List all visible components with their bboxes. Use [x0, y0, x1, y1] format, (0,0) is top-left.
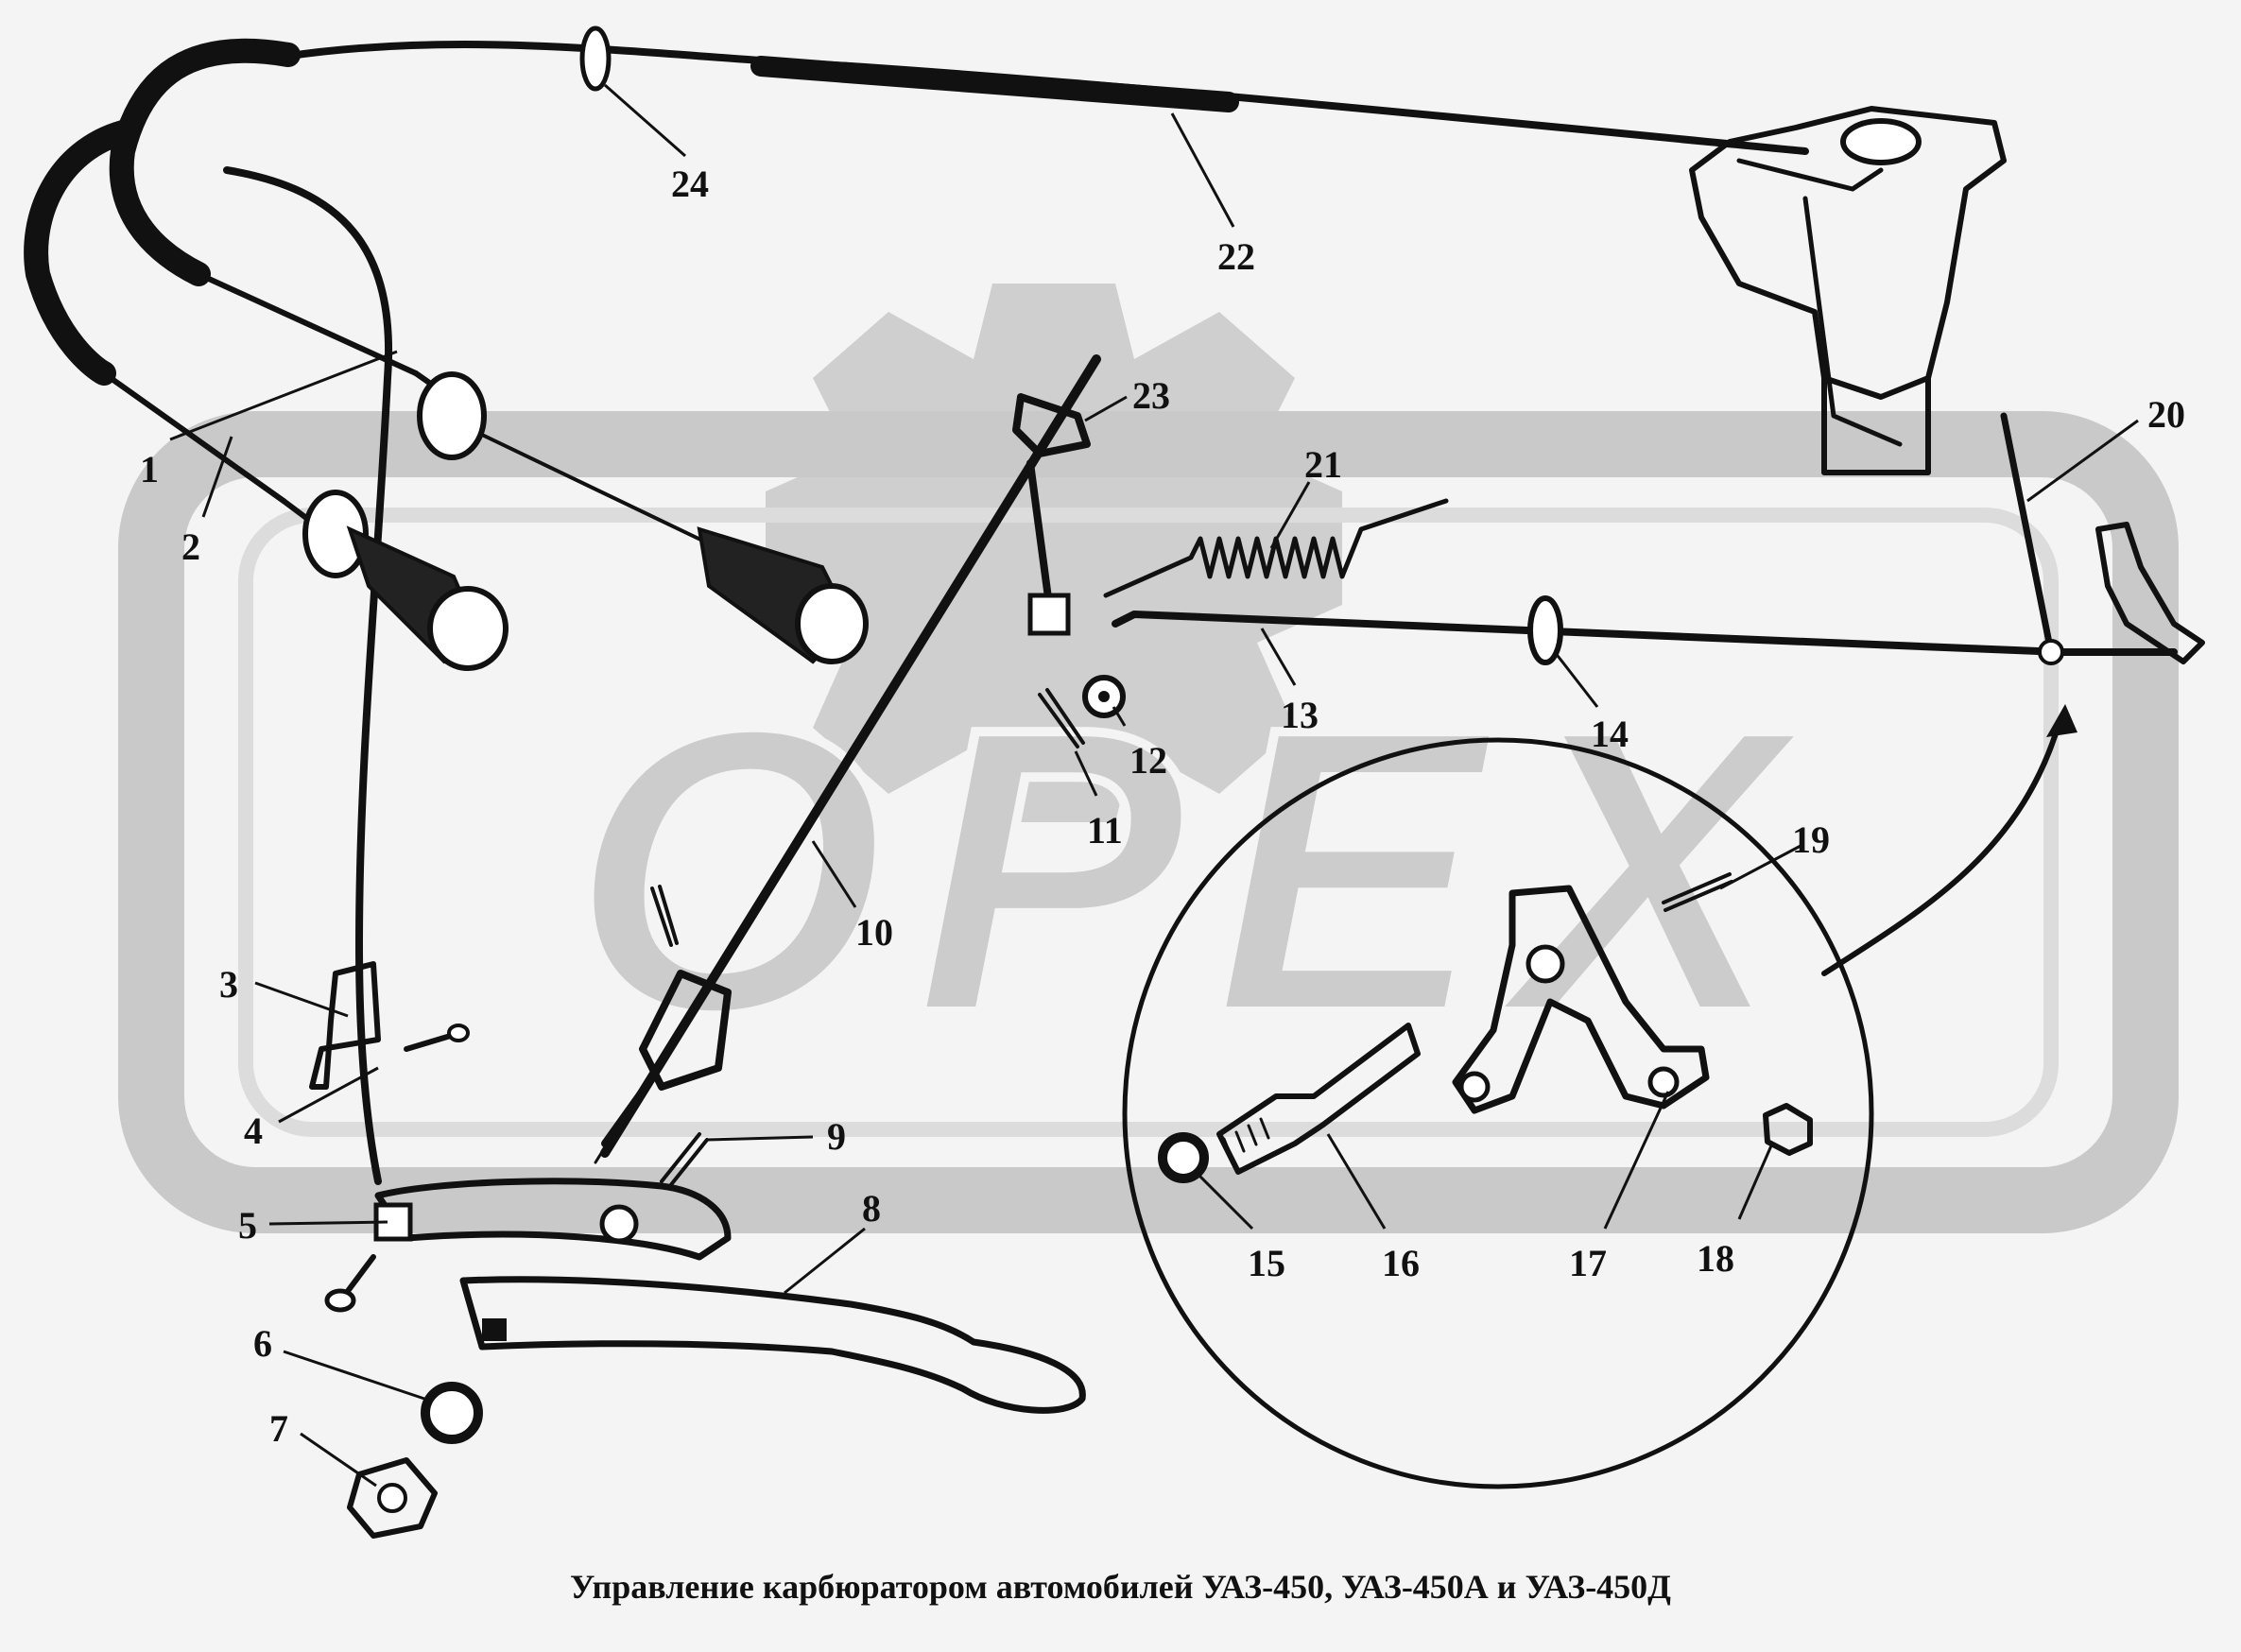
- callout-16: 16: [1382, 1242, 1420, 1284]
- rod-end-assembly: [639, 970, 732, 1091]
- leader-12: [1112, 706, 1127, 727]
- leader-8: [784, 1227, 866, 1295]
- watermark: OPEX: [118, 284, 2179, 1233]
- leader-1: [169, 350, 398, 441]
- callout-1: 1: [140, 448, 159, 490]
- callout-9: 9: [827, 1115, 846, 1158]
- grommet-24: [579, 26, 612, 92]
- callout-19: 19: [1792, 818, 1830, 861]
- rod-13: [1112, 611, 2178, 656]
- leader-17: [1603, 1091, 1670, 1230]
- leader-15: [1194, 1170, 1254, 1230]
- leader-7: [300, 1432, 377, 1488]
- hand-throttle-knob-assembly: [281, 490, 509, 671]
- cotter-pin-19: [1662, 872, 1733, 912]
- detail-arrow-head: [2046, 704, 2077, 737]
- leader-23: [1084, 395, 1128, 422]
- callout-15: 15: [1248, 1242, 1285, 1284]
- cable-inner-2: [101, 370, 286, 504]
- leader-19: [1719, 844, 1801, 890]
- leader-11: [1074, 750, 1098, 797]
- figure-caption: Управление карбюратором автомобилей УАЗ-…: [570, 1568, 1671, 1606]
- callout-6: 6: [253, 1322, 272, 1365]
- cotter-pin-10: [650, 885, 679, 947]
- cotter-pin-11: [1038, 688, 1085, 749]
- leader-21: [1269, 481, 1311, 549]
- callout-11: 11: [1087, 809, 1123, 852]
- leader-20: [2026, 419, 2139, 503]
- detail-arrow: [1821, 715, 2063, 976]
- callout-8: 8: [862, 1187, 881, 1230]
- carburetor: [1689, 106, 2007, 475]
- watermark-inner-band: [238, 508, 2059, 1137]
- lever-screw: [342, 1254, 376, 1298]
- leader-13: [1260, 628, 1297, 686]
- nut-18: [1763, 1103, 1813, 1156]
- callout-24: 24: [671, 163, 709, 205]
- stud-16: [1216, 1023, 1421, 1175]
- callout-3: 3: [219, 963, 238, 1006]
- rod-20: [2000, 412, 2055, 656]
- callout-7: 7: [269, 1407, 288, 1450]
- callout-20: 20: [2147, 393, 2185, 436]
- throttle-lever-bracket: [2095, 522, 2205, 664]
- leader-22: [1170, 112, 1235, 228]
- leader-4: [278, 1066, 379, 1124]
- callout-17: 17: [1569, 1242, 1607, 1284]
- watermark-text: OPEX: [570, 645, 1813, 1098]
- callout-22: 22: [1217, 235, 1255, 278]
- pedal-8: [459, 1276, 1086, 1414]
- callout-10: 10: [855, 911, 893, 954]
- leader-10: [811, 840, 857, 908]
- spring-21: [1103, 498, 1449, 598]
- cable-sleeve-22: [750, 56, 1239, 112]
- callout-12: 12: [1129, 739, 1167, 782]
- leader-16: [1326, 1133, 1387, 1230]
- lever-17: [1452, 885, 1710, 1114]
- lever-5: [374, 1178, 732, 1261]
- leader-24: [604, 83, 686, 158]
- callout-2: 2: [181, 525, 200, 568]
- callout-23: 23: [1132, 374, 1170, 417]
- cotter-pin-9: [660, 1132, 709, 1189]
- cable-sheath-2: [24, 120, 135, 386]
- long-cable-wire: [223, 166, 392, 1185]
- bracket-3: [309, 961, 381, 1090]
- grommet-14: [1527, 595, 1563, 665]
- leader-9: [706, 1135, 814, 1142]
- leader-lines: [169, 83, 2139, 1488]
- leader-2: [201, 436, 233, 518]
- parts: [24, 26, 2205, 1539]
- choke-knob-assembly: [413, 370, 869, 664]
- nut-7: [347, 1457, 438, 1539]
- cable-sheath-1: [109, 38, 301, 286]
- leader-6: [283, 1350, 431, 1402]
- leader-14: [1553, 651, 1599, 708]
- callout-21: 21: [1304, 443, 1342, 486]
- callout-5: 5: [238, 1204, 257, 1247]
- callout-4: 4: [244, 1110, 263, 1152]
- lock-washer-15: [1158, 1132, 1209, 1183]
- callout-18: 18: [1697, 1237, 1734, 1280]
- leader-3: [254, 981, 349, 1018]
- screw-4: [404, 1032, 457, 1052]
- callout-labels: 1 2 3 4 5 6 7 8 9 10 11 12 13 14 15 16 1…: [140, 163, 2185, 1450]
- leader-5: [268, 1220, 388, 1226]
- detail-circle: [1122, 737, 1874, 1489]
- leader-18: [1737, 1143, 1774, 1220]
- watermark-band: [118, 411, 2179, 1233]
- bracket-23: [1012, 393, 1091, 457]
- lock-washer-6: [421, 1382, 483, 1444]
- callout-13: 13: [1281, 694, 1319, 736]
- callout-14: 14: [1591, 713, 1629, 755]
